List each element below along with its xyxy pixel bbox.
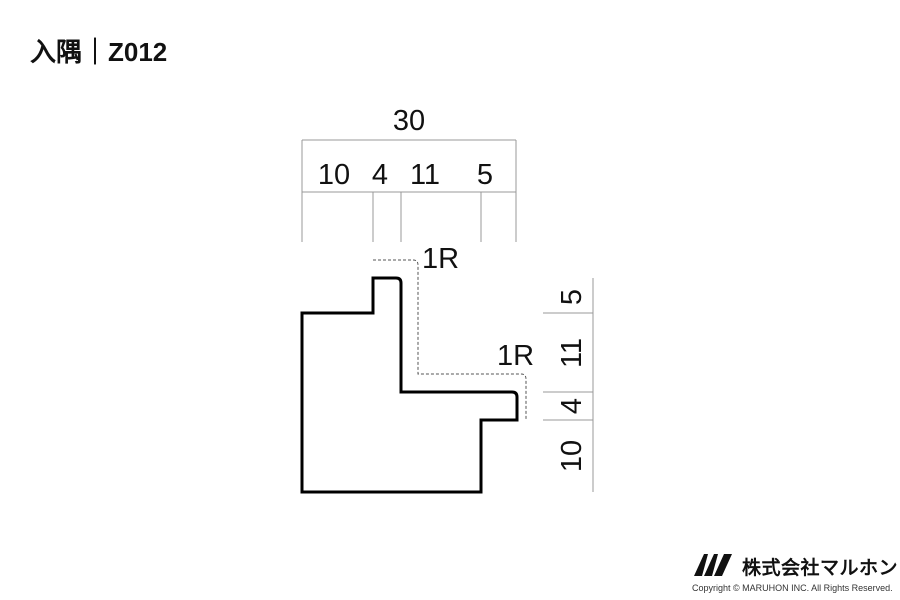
radius-label-top: 1R (422, 243, 459, 275)
profile-outline (300, 276, 519, 494)
copyright-text: Copyright © MARUHON INC. All Rights Rese… (692, 583, 893, 593)
maruhon-logo-icon (694, 554, 732, 576)
dim-height-1: 5 (556, 289, 588, 305)
dim-height-3: 4 (556, 398, 588, 414)
finish-line-dashed (373, 259, 527, 420)
dim-width-3: 11 (410, 159, 440, 191)
dim-height-4: 10 (556, 440, 588, 472)
dim-height-2: 11 (556, 338, 588, 368)
dimension-lines (301, 139, 594, 492)
dim-width-2: 4 (372, 159, 388, 191)
radius-label-right: 1R (497, 340, 534, 372)
page-title: 入隅｜Z012 (30, 37, 168, 67)
company-name: 株式会社マルホン (742, 558, 899, 579)
dim-total-width: 30 (393, 105, 425, 137)
dim-width-4: 5 (477, 159, 493, 191)
dim-width-1: 10 (318, 159, 350, 191)
